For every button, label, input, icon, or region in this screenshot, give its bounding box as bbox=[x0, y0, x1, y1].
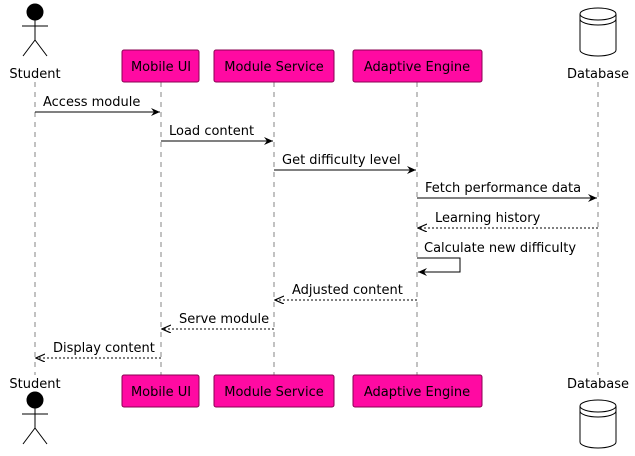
participant-module-bottom: Module Service bbox=[213, 374, 335, 408]
participant-box bbox=[352, 374, 483, 408]
database-rim-inner bbox=[579, 18, 617, 26]
message-1: Access module bbox=[35, 95, 160, 116]
participant-label: Database bbox=[567, 67, 629, 82]
participant-label: Database bbox=[567, 377, 629, 392]
participant-database-top: Database bbox=[567, 7, 629, 82]
participant-box bbox=[121, 374, 200, 408]
participant-label: Adaptive Engine bbox=[364, 60, 470, 75]
participant-box bbox=[213, 49, 335, 83]
participant-label: Module Service bbox=[224, 60, 323, 75]
message-3: Get difficulty level bbox=[274, 153, 416, 174]
message-8: Serve module bbox=[162, 312, 274, 329]
actor-leg-left bbox=[22, 39, 36, 57]
message-label: Learning history bbox=[435, 211, 541, 226]
message-label: Serve module bbox=[179, 312, 269, 327]
database-cylinder bbox=[579, 7, 617, 57]
message-label: Load content bbox=[169, 124, 254, 139]
participant-mobile-bottom: Mobile UI bbox=[121, 374, 200, 408]
message-label: Access module bbox=[43, 95, 140, 110]
participant-label: Student bbox=[9, 67, 60, 82]
participant-adaptive-bottom: Adaptive Engine bbox=[352, 374, 483, 408]
participant-student-top: Student bbox=[9, 3, 61, 82]
message-label: Get difficulty level bbox=[282, 153, 401, 168]
participant-label: Adaptive Engine bbox=[364, 385, 470, 400]
database-rim bbox=[579, 13, 617, 21]
actor-leg-right bbox=[34, 427, 48, 445]
actor-leg-left bbox=[22, 427, 36, 445]
participant-box bbox=[352, 49, 483, 83]
message-label: Display content bbox=[53, 341, 155, 356]
message-6: Calculate new difficulty bbox=[417, 241, 576, 276]
participant-label: Module Service bbox=[224, 385, 323, 400]
database-cylinder bbox=[579, 399, 617, 449]
participant-label: Student bbox=[9, 377, 60, 392]
message-5: Learning history bbox=[418, 211, 598, 228]
message-label: Adjusted content bbox=[292, 283, 403, 298]
participant-database-bottom: Database bbox=[567, 377, 629, 449]
actor-leg-right bbox=[34, 39, 48, 57]
database-rim bbox=[579, 405, 617, 413]
participant-label: Mobile UI bbox=[131, 60, 191, 75]
participant-adaptive-top: Adaptive Engine bbox=[352, 49, 483, 83]
message-label: Fetch performance data bbox=[425, 181, 581, 196]
database-rim-inner bbox=[579, 410, 617, 418]
message-7: Adjusted content bbox=[275, 283, 417, 300]
message-label: Calculate new difficulty bbox=[424, 241, 576, 256]
actor-head bbox=[26, 391, 44, 409]
participant-mobile-top: Mobile UI bbox=[121, 49, 200, 83]
participant-label: Mobile UI bbox=[131, 385, 191, 400]
message-arrow bbox=[417, 257, 461, 276]
message-2: Load content bbox=[161, 124, 273, 145]
participant-module-top: Module Service bbox=[213, 49, 335, 83]
participant-box bbox=[121, 49, 200, 83]
message-9: Display content bbox=[36, 341, 161, 358]
participant-student-bottom: Student bbox=[9, 377, 61, 445]
message-4: Fetch performance data bbox=[417, 181, 597, 202]
participant-box bbox=[213, 374, 335, 408]
actor-head bbox=[26, 3, 44, 21]
